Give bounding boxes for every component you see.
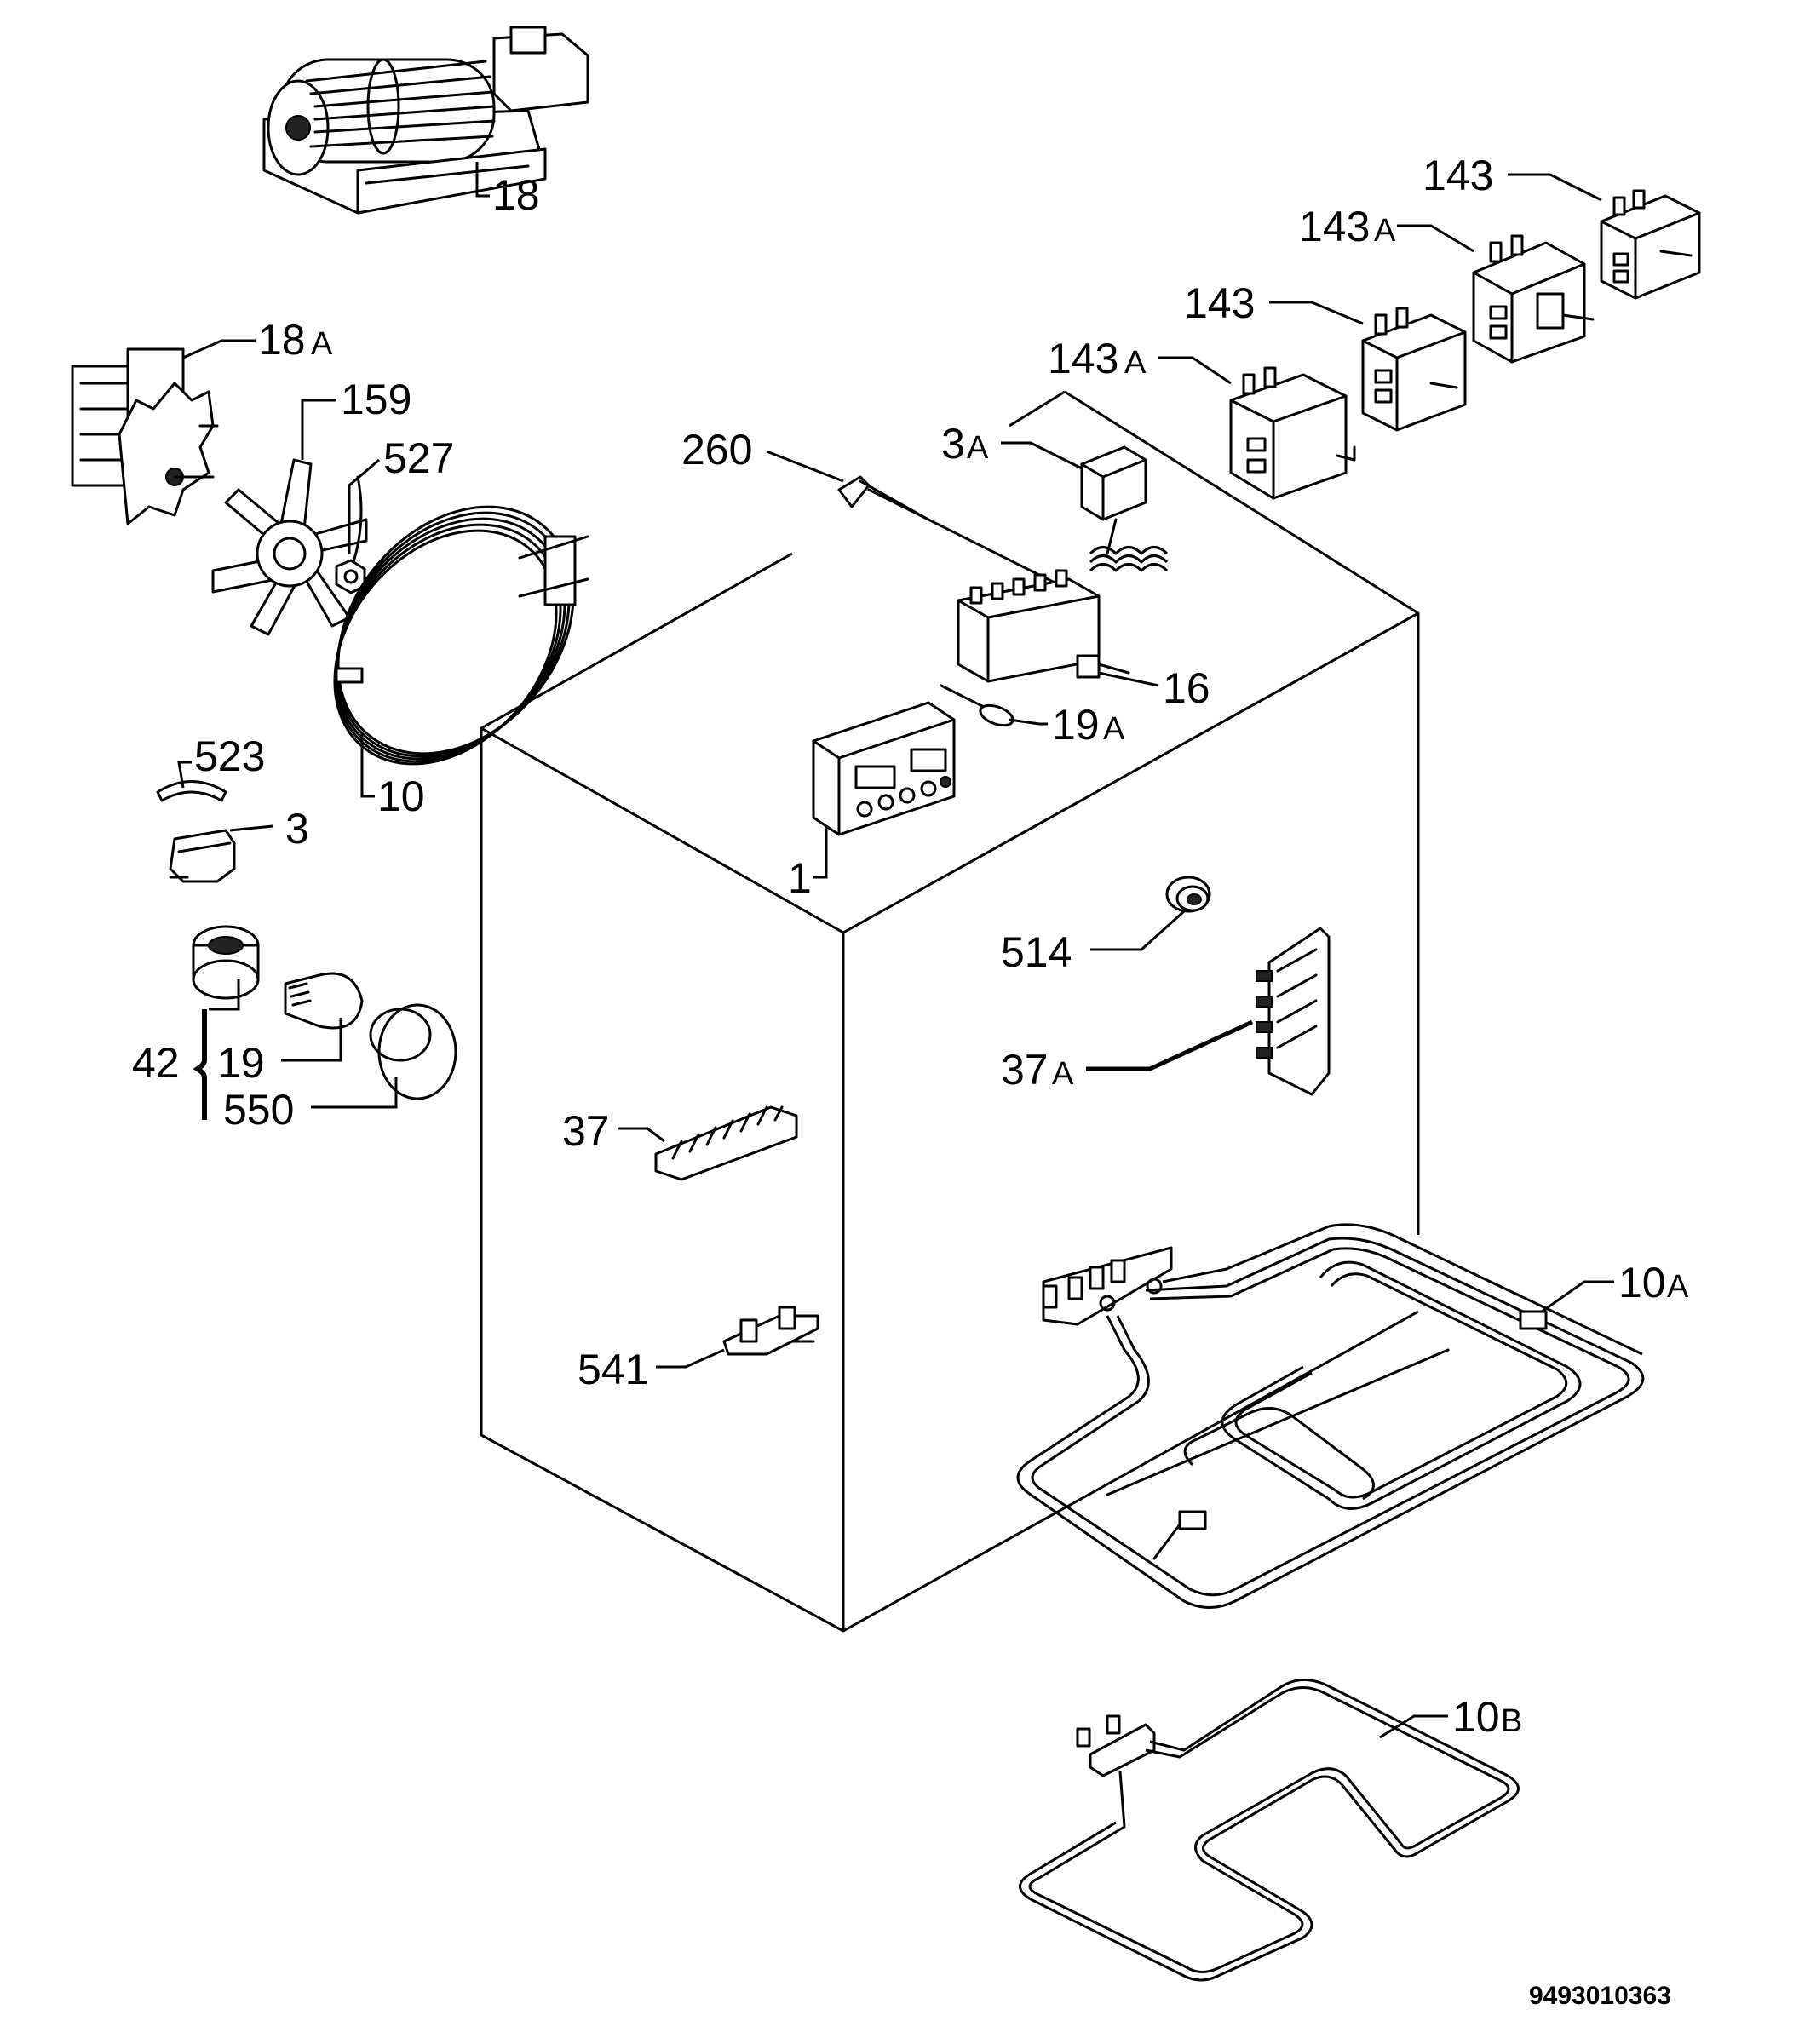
label-19a: 19 A [1009, 701, 1125, 749]
svg-text:19: 19 [1052, 701, 1100, 749]
svg-text:A: A [1103, 711, 1125, 747]
svg-text:A: A [1124, 345, 1147, 381]
circular-heater-part-10 [333, 505, 589, 766]
label-10b: 10 B [1379, 1693, 1522, 1741]
svg-text:A: A [1052, 1056, 1074, 1092]
svg-text:143: 143 [1423, 152, 1493, 199]
label-3: 3 [229, 805, 309, 853]
svg-text:143: 143 [1048, 335, 1118, 382]
label-159: 159 [301, 376, 411, 460]
thermostat-part-3a [1080, 445, 1169, 572]
svg-text:10: 10 [1618, 1259, 1666, 1306]
label-3a: 3 A [941, 420, 1083, 470]
svg-text:10: 10 [377, 772, 425, 820]
label-10: 10 [360, 732, 425, 820]
label-143-upper: 143 [1423, 152, 1602, 202]
svg-text:550: 550 [223, 1086, 294, 1134]
svg-text:10: 10 [1452, 1693, 1500, 1741]
label-143-lower: 143 [1184, 279, 1364, 327]
label-37a: 37 A [1001, 1019, 1254, 1094]
fan-blade-part-159 [211, 458, 368, 636]
label-550: 550 [223, 1086, 294, 1134]
cabinet-outline [480, 390, 1420, 1633]
svg-text:143: 143 [1299, 203, 1370, 250]
label-523: 523 [177, 732, 265, 789]
label-514: 514 [1001, 910, 1186, 976]
svg-text:A: A [311, 326, 333, 362]
tangential-fan-part-18 [262, 26, 589, 215]
label-10a: 10 A [1541, 1259, 1689, 1313]
lamp-holder-part-42 [192, 925, 260, 1000]
label-18: 18 [475, 162, 540, 219]
label-19: 19 [217, 1039, 265, 1087]
svg-text:3: 3 [941, 420, 965, 468]
lamp-assembly-bracket [193, 979, 398, 1120]
switch-part-143-upper [1600, 189, 1701, 300]
label-527: 527 [348, 434, 454, 554]
fan-motor-part-18a [71, 347, 219, 525]
svg-text:A: A [967, 430, 989, 466]
label-541: 541 [578, 1346, 725, 1393]
lamp-bulb-part-19 [284, 972, 364, 1030]
svg-text:527: 527 [383, 434, 454, 482]
svg-text:19: 19 [217, 1039, 265, 1087]
clip-part-3 [169, 829, 236, 883]
svg-text:A: A [1667, 1269, 1689, 1305]
svg-text:1: 1 [788, 854, 812, 902]
svg-text:18: 18 [492, 171, 540, 219]
svg-text:260: 260 [681, 426, 752, 474]
svg-text:3: 3 [285, 805, 309, 853]
svg-text:37: 37 [562, 1107, 610, 1155]
label-260: 260 [681, 426, 844, 483]
lamp-cover-part-550 [369, 1003, 457, 1100]
svg-text:42: 42 [132, 1039, 180, 1087]
selector-switch-part-16 [957, 569, 1130, 683]
svg-text:514: 514 [1001, 928, 1072, 976]
terminal-block-part-37a [1256, 927, 1331, 1096]
bottom-element-part-10b [1019, 1679, 1520, 1982]
switch-part-143-lower [1361, 307, 1467, 432]
label-42: 42 [132, 1039, 180, 1087]
svg-text:541: 541 [578, 1346, 648, 1393]
label-143a-upper: 143 A [1299, 203, 1474, 253]
svg-text:37: 37 [1001, 1046, 1049, 1094]
label-1: 1 [788, 826, 828, 902]
svg-text:B: B [1501, 1703, 1522, 1739]
svg-text:18: 18 [258, 316, 306, 364]
label-16: 16 [1098, 664, 1210, 712]
svg-text:523: 523 [194, 732, 265, 780]
svg-text:159: 159 [341, 376, 411, 423]
switch-part-143a-lower [1229, 366, 1356, 500]
grommet-part-514 [1165, 876, 1211, 913]
clip-part-523 [156, 780, 227, 802]
svg-text:143: 143 [1184, 279, 1255, 327]
label-143a-lower: 143 A [1048, 335, 1232, 385]
drawing-number: 9493010363 [1529, 1982, 1671, 2010]
grill-element-part-10a [1016, 1223, 1645, 1609]
label-18a: 18 A [182, 316, 333, 364]
connector-part-541 [722, 1306, 819, 1356]
svg-text:16: 16 [1163, 664, 1210, 712]
switch-part-143a-upper [1472, 234, 1595, 364]
label-37: 37 [562, 1107, 665, 1155]
svg-text:A: A [1374, 213, 1396, 249]
timer-clock-part-1 [812, 701, 956, 836]
sensor-probe-part-260 [837, 475, 1066, 589]
terminal-strip-part-37 [654, 1105, 798, 1181]
